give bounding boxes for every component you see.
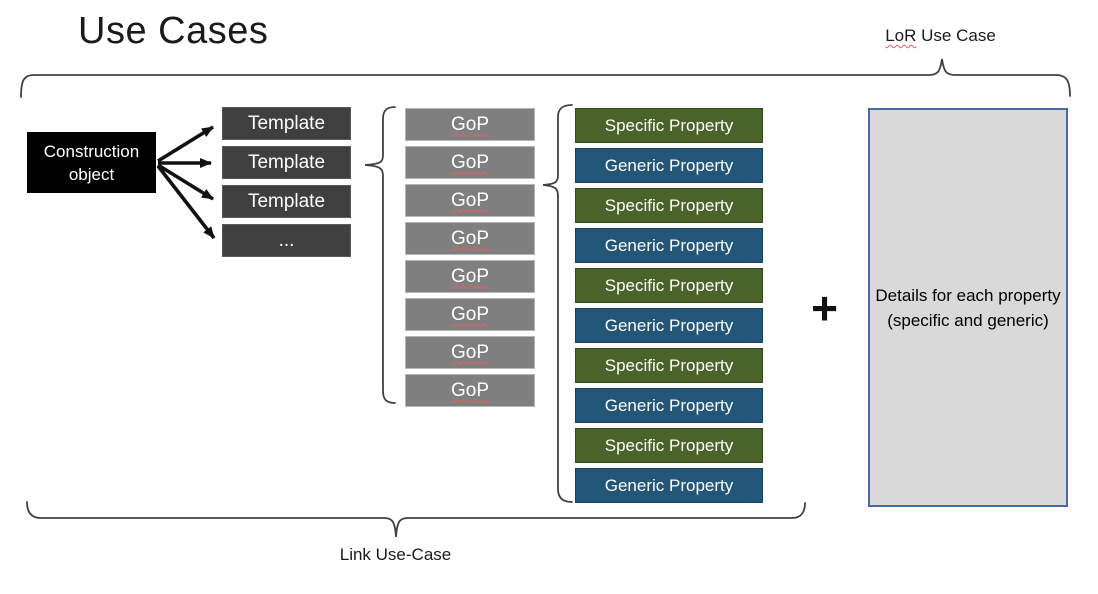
specific-property-box-3: Specific Property [575, 268, 763, 303]
gop-box-7: GoP [405, 336, 535, 369]
gop-box-6: GoP [405, 298, 535, 331]
gop-label: GoP [450, 341, 490, 363]
specific-property-box-4: Specific Property [575, 348, 763, 383]
gop-label: GoP [450, 227, 490, 249]
template-box-ellipsis: ... [222, 224, 351, 257]
construction-object-box: Construction object [27, 132, 156, 193]
generic-property-box-2: Generic Property [575, 228, 763, 263]
specific-property-box-1: Specific Property [575, 108, 763, 143]
arrow-to-template-3-icon [157, 163, 214, 201]
link-bottom-brace-icon [26, 501, 806, 538]
specific-property-box-5: Specific Property [575, 428, 763, 463]
arrow-to-template-4-icon [156, 164, 216, 240]
lor-word: LoR [885, 26, 917, 45]
gop-group-brace-icon [364, 106, 396, 404]
details-box: Details for each property (specific and … [868, 108, 1068, 507]
template-box-2: Template [222, 146, 351, 179]
lor-use-case-label: LoR Use Case [858, 26, 1023, 46]
gop-label: GoP [450, 151, 490, 173]
details-box-label: Details for each property (specific and … [875, 285, 1061, 330]
generic-property-box-1: Generic Property [575, 148, 763, 183]
generic-property-box-5: Generic Property [575, 468, 763, 503]
property-group-brace-icon [542, 104, 573, 503]
template-box-3: Template [222, 185, 351, 218]
gop-label: GoP [450, 113, 490, 135]
gop-label: GoP [450, 379, 490, 401]
lor-word-rest: Use Case [916, 26, 996, 45]
gop-box-1: GoP [405, 108, 535, 141]
lor-top-brace-icon [20, 58, 1071, 98]
plus-icon: + [811, 282, 838, 334]
gop-box-3: GoP [405, 184, 535, 217]
generic-property-box-3: Generic Property [575, 308, 763, 343]
gop-box-4: GoP [405, 222, 535, 255]
gop-box-2: GoP [405, 146, 535, 179]
page-title: Use Cases [78, 10, 269, 52]
gop-label: GoP [450, 189, 490, 211]
gop-label: GoP [450, 265, 490, 287]
gop-box-8: GoP [405, 374, 535, 407]
template-box-1: Template [222, 107, 351, 140]
link-use-case-label: Link Use-Case [339, 545, 452, 564]
arrow-to-template-1-icon [157, 125, 214, 163]
gop-box-5: GoP [405, 260, 535, 293]
gop-label: GoP [450, 303, 490, 325]
generic-property-box-4: Generic Property [575, 388, 763, 423]
specific-property-box-2: Specific Property [575, 188, 763, 223]
